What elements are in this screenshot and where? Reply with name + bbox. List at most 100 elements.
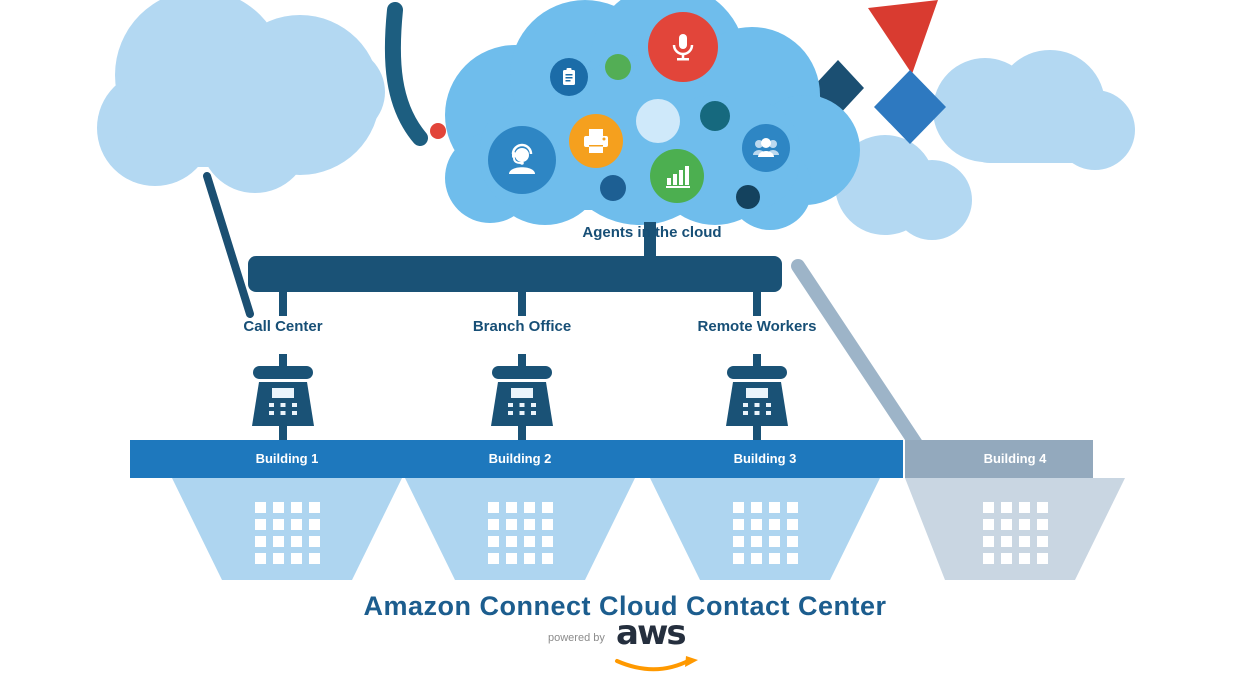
building-window <box>488 536 499 547</box>
building-4-label: Building 4 <box>983 451 1047 466</box>
building-window <box>506 536 517 547</box>
building-window <box>488 553 499 564</box>
building-window <box>255 553 266 564</box>
building-window <box>542 519 553 530</box>
powered-by-aws-logo: powered by aws <box>548 616 738 678</box>
building-2-label: Building 2 <box>488 451 552 466</box>
cloud-stub-line <box>644 222 656 262</box>
building-window <box>1037 502 1048 513</box>
blue-diamond-shape <box>874 70 946 144</box>
building-window <box>291 553 302 564</box>
building-window <box>524 536 535 547</box>
building-1-label: Building 1 <box>255 451 319 466</box>
red-dot <box>430 123 446 139</box>
building-window <box>273 536 284 547</box>
printer-icon <box>569 114 623 168</box>
building-window <box>291 519 302 530</box>
aws-wordmark: aws <box>616 613 687 653</box>
building-window <box>255 536 266 547</box>
building-window <box>506 553 517 564</box>
building-window <box>1001 502 1012 513</box>
building-1-shape <box>172 478 402 580</box>
building-window <box>1019 502 1030 513</box>
building-window <box>1019 519 1030 530</box>
aws-smile-icon <box>615 656 698 672</box>
microphone-icon <box>648 12 718 82</box>
desk-phone-icon <box>252 366 314 426</box>
building-4-windows <box>983 502 1048 564</box>
building-window <box>733 519 744 530</box>
building-window <box>273 502 284 513</box>
building-window <box>733 553 744 564</box>
roof-band-blue <box>130 440 903 478</box>
hook-connector <box>384 2 428 146</box>
diagram-title: Amazon Connect Cloud Contact Center <box>363 591 887 621</box>
building-3-windows <box>733 502 798 564</box>
building-window <box>1001 553 1012 564</box>
powered-by-text: powered by <box>548 632 605 644</box>
building-window <box>751 519 762 530</box>
building-4-shape <box>905 478 1125 580</box>
building-window <box>506 519 517 530</box>
building-window <box>291 536 302 547</box>
building-window <box>273 553 284 564</box>
building-window <box>787 553 798 564</box>
building-window <box>769 553 780 564</box>
building-window <box>751 502 762 513</box>
site-label-remote-workers: Remote Workers <box>697 318 817 335</box>
blue-dot-icon <box>600 175 626 201</box>
roof-band-gray <box>905 440 1093 478</box>
site-label-branch-office: Branch Office <box>472 318 572 335</box>
building-window <box>542 536 553 547</box>
building-window <box>983 553 994 564</box>
agent-headset-icon <box>488 126 556 194</box>
building-window <box>769 502 780 513</box>
building-window <box>255 502 266 513</box>
building-window <box>983 519 994 530</box>
building-window <box>733 536 744 547</box>
bus-bar <box>248 256 782 292</box>
navy-dot-icon <box>736 185 760 209</box>
pale-dot-icon <box>636 99 680 143</box>
building-window <box>733 502 744 513</box>
building-window <box>1037 553 1048 564</box>
green-dot-icon <box>605 54 631 80</box>
building-window <box>291 502 302 513</box>
building-window <box>787 536 798 547</box>
building-window <box>983 502 994 513</box>
building-window <box>787 519 798 530</box>
building-window <box>309 536 320 547</box>
gray-connector-line <box>791 259 937 472</box>
building-window <box>787 502 798 513</box>
drop-connectors <box>279 292 761 442</box>
building-window <box>751 553 762 564</box>
desk-phone-icon <box>726 366 788 426</box>
building-1-windows <box>255 502 320 564</box>
building-window <box>309 502 320 513</box>
building-window <box>524 502 535 513</box>
desk-phone-icon <box>491 366 553 426</box>
building-window <box>309 519 320 530</box>
building-window <box>309 553 320 564</box>
building-window <box>542 553 553 564</box>
building-window <box>1019 536 1030 547</box>
left-connector-line <box>203 172 254 318</box>
building-window <box>1037 536 1048 547</box>
building-window <box>983 536 994 547</box>
site-label-call-center: Call Center <box>243 318 323 335</box>
building-window <box>488 519 499 530</box>
teal-dot-icon <box>700 101 730 131</box>
building-window <box>488 502 499 513</box>
building-3-label: Building 3 <box>733 451 797 466</box>
building-window <box>255 519 266 530</box>
right-background-cloud <box>835 50 1135 240</box>
building-window <box>769 519 780 530</box>
building-window <box>751 536 762 547</box>
clipboard-icon <box>550 58 588 96</box>
building-window <box>1001 536 1012 547</box>
building-window <box>524 553 535 564</box>
building-window <box>542 502 553 513</box>
building-window <box>524 519 535 530</box>
